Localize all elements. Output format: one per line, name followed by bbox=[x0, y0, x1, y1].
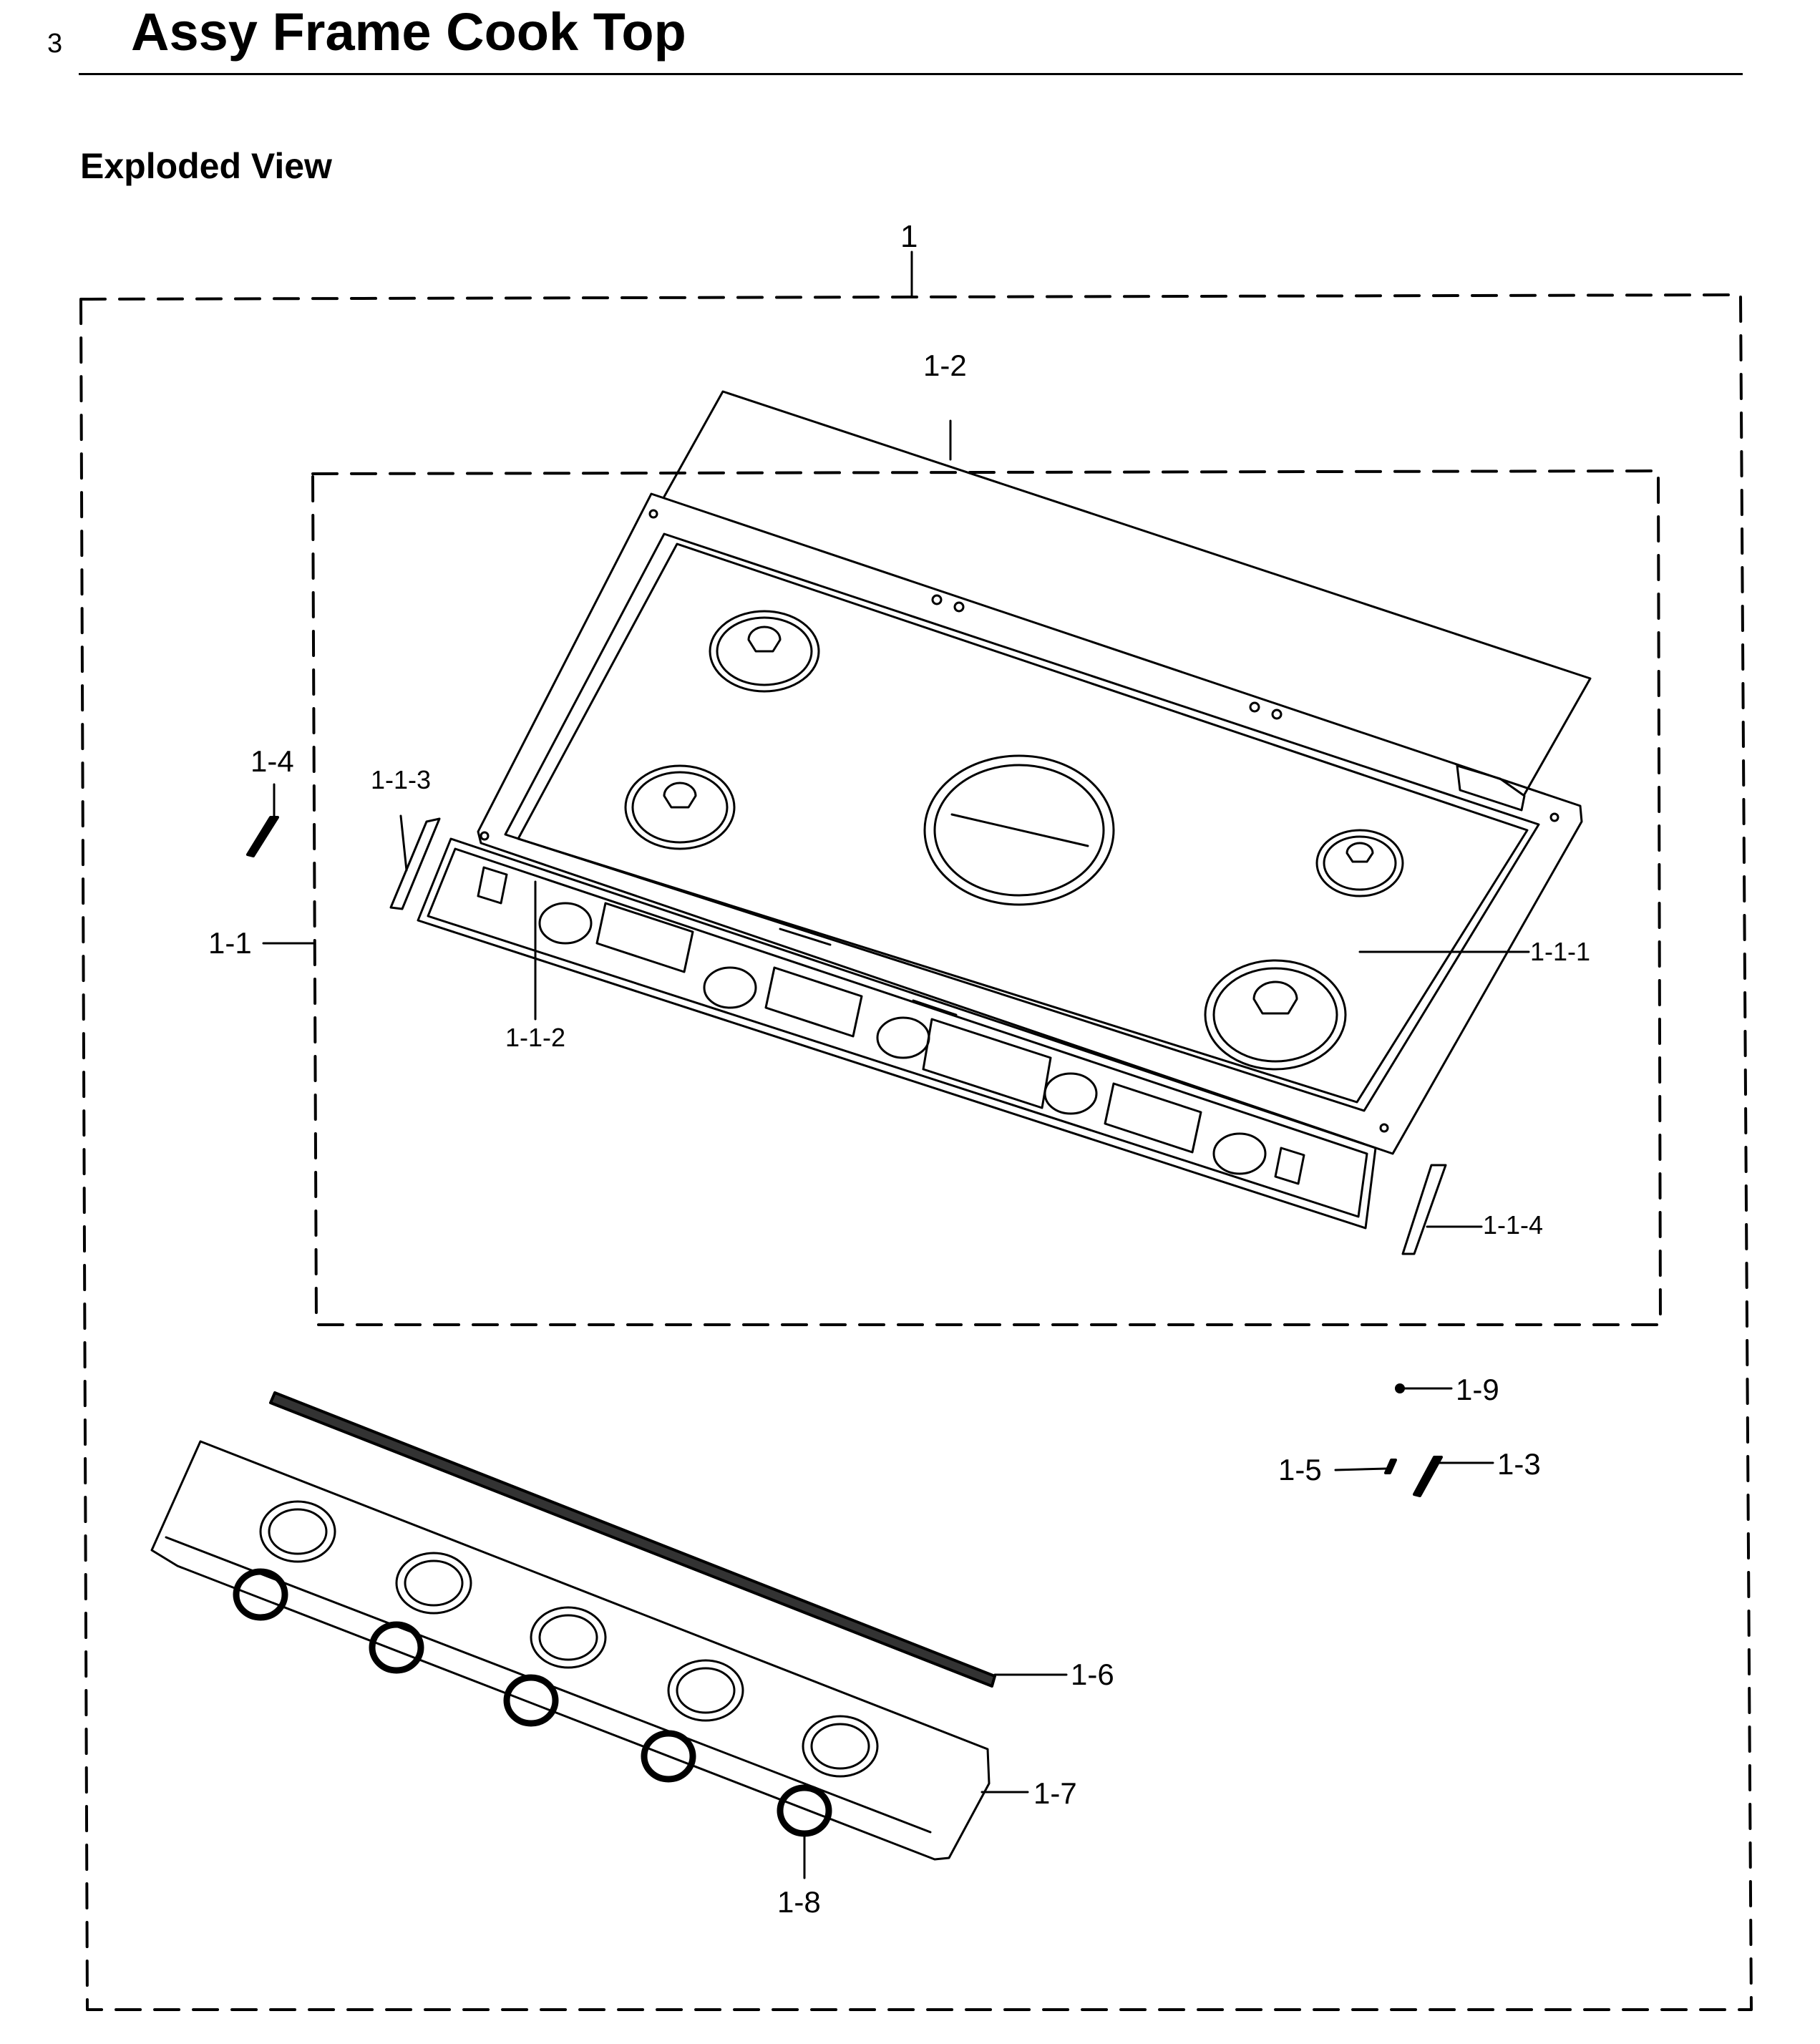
callout-labels: 1 1-2 1-4 1-1-3 1-1 1-1-1 1-1-2 1-1-4 1-… bbox=[208, 219, 1590, 1919]
label-1-3: 1-3 bbox=[1497, 1447, 1541, 1481]
label-1-1-2: 1-1-2 bbox=[505, 1023, 565, 1052]
label-1-7: 1-7 bbox=[1033, 1776, 1077, 1810]
assembly-boundary bbox=[79, 293, 1753, 2011]
page-title: Assy Frame Cook Top bbox=[131, 2, 686, 62]
frame-cooktop bbox=[477, 492, 1583, 1155]
page-header bbox=[79, 7, 1743, 75]
label-1-1-4: 1-1-4 bbox=[1483, 1210, 1543, 1240]
side-bracket-right bbox=[1401, 1164, 1447, 1255]
clip-1-4 bbox=[246, 816, 279, 857]
clip-1-3 bbox=[1413, 1456, 1443, 1497]
burner-openings bbox=[624, 610, 1404, 1071]
label-1-1-3: 1-1-3 bbox=[371, 765, 431, 794]
knob-panel bbox=[150, 1440, 991, 1861]
label-1-1-1: 1-1-1 bbox=[1530, 937, 1590, 966]
label-1-9: 1-9 bbox=[1456, 1373, 1499, 1406]
section-number: 3 bbox=[47, 29, 63, 59]
cooktop-plate-outline bbox=[663, 390, 1592, 796]
label-1: 1 bbox=[900, 219, 918, 254]
label-1-1: 1-1 bbox=[208, 926, 252, 960]
label-1-5: 1-5 bbox=[1278, 1453, 1322, 1486]
gasket-strip bbox=[269, 1391, 996, 1688]
side-bracket-left bbox=[389, 817, 441, 910]
front-control-strip bbox=[417, 837, 1377, 1230]
label-1-2: 1-2 bbox=[923, 349, 967, 382]
label-1-6: 1-6 bbox=[1071, 1658, 1114, 1691]
leader-lines bbox=[262, 783, 1530, 1879]
label-1-4: 1-4 bbox=[250, 744, 294, 778]
subheading: Exploded View bbox=[80, 146, 332, 186]
subassembly-boundary bbox=[311, 469, 1662, 1326]
screw-1-5 bbox=[1384, 1459, 1397, 1474]
label-1-8: 1-8 bbox=[777, 1885, 821, 1919]
